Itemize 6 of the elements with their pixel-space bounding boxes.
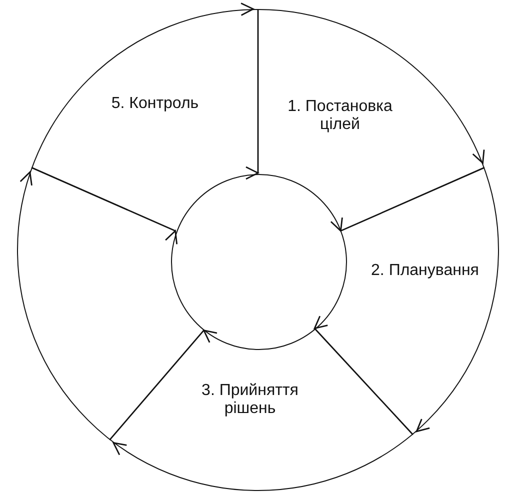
sector-label: 1. Постановка цілей <box>286 98 394 134</box>
sector-label: 3. Прийняття рішень <box>200 382 300 418</box>
inner-circle <box>171 174 347 350</box>
sector-label: 2. Планування <box>370 262 480 280</box>
outer-circle <box>17 9 499 491</box>
sector-label: 5. Контроль <box>110 95 200 113</box>
